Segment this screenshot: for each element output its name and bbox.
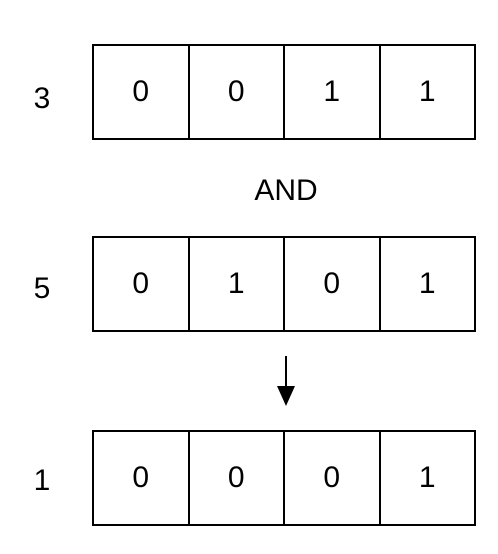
bit-row-a: 0 0 1 1 [92, 44, 476, 140]
bit-cell: 0 [190, 46, 285, 138]
bit-cell: 1 [418, 267, 436, 300]
bit-cell: 0 [94, 46, 190, 138]
operator-label: AND [254, 174, 318, 207]
bit-cell: 0 [94, 238, 190, 330]
down-arrow-icon [277, 356, 295, 406]
bit-cell: 0 [285, 238, 381, 330]
bit-row-b: 0 1 0 1 [92, 236, 476, 332]
row-label-result: 1 [33, 464, 51, 497]
bit-cell: 1 [418, 461, 436, 494]
bit-cell: 1 [418, 75, 436, 108]
row-label-a: 3 [33, 82, 51, 115]
bit-row-result: 0 0 0 1 [92, 430, 476, 526]
bit-cell: 0 [285, 432, 381, 524]
bit-cell: 0 [190, 432, 285, 524]
row-label-b: 5 [33, 272, 51, 305]
bit-cell: 1 [190, 238, 285, 330]
bit-cell: 0 [94, 432, 190, 524]
bit-cell: 1 [285, 46, 381, 138]
